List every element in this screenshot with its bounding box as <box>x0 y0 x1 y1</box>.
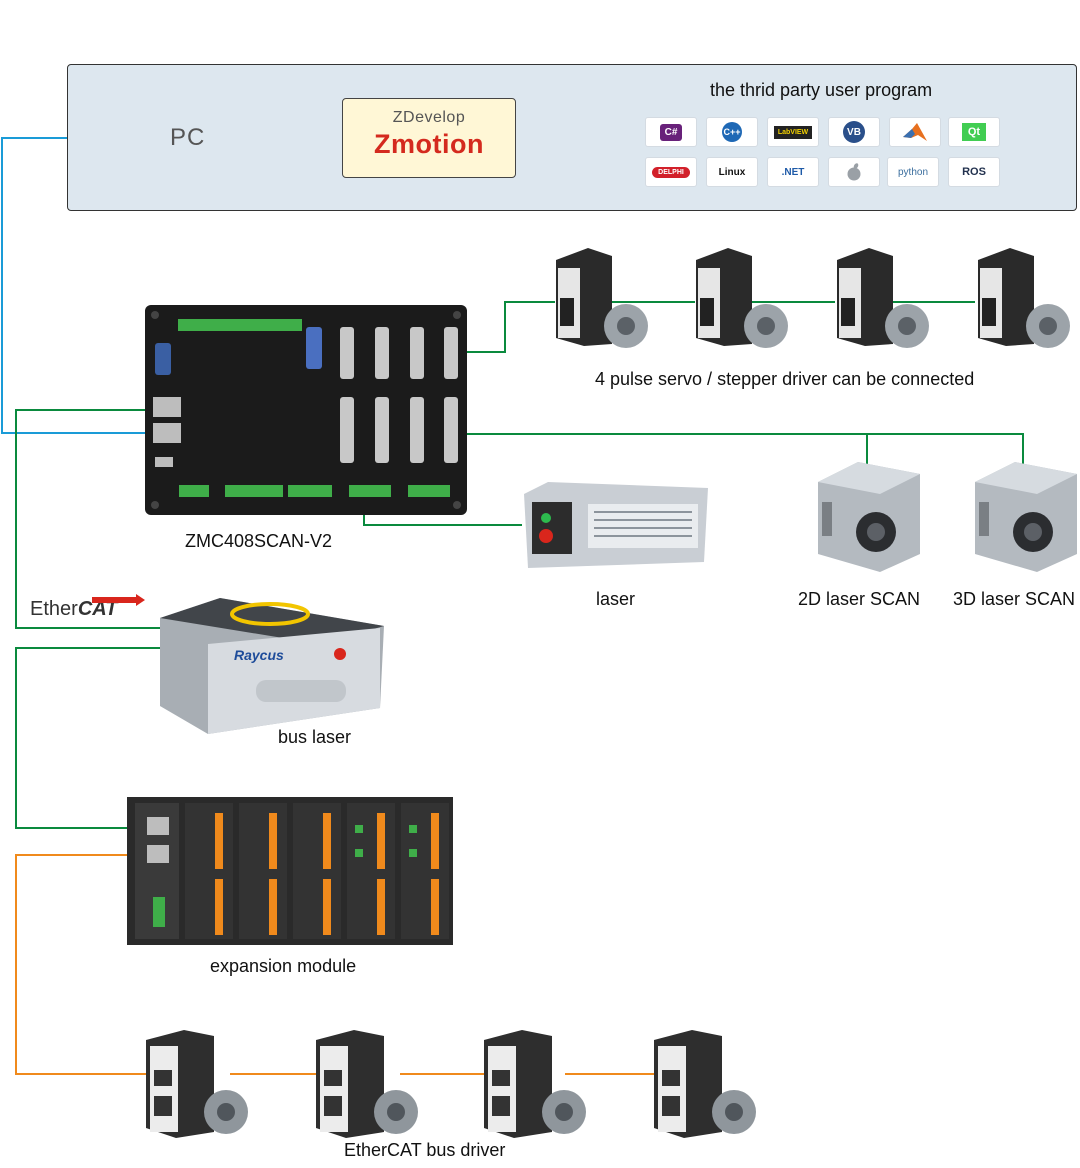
bus-driver-3 <box>478 1030 590 1143</box>
scan-cable <box>450 433 1024 470</box>
delphi-icon: DELPHI <box>645 157 697 187</box>
labview-icon: LabVIEW <box>767 117 819 147</box>
scan-2d-device <box>818 462 922 579</box>
csharp-icon: C# <box>645 117 697 147</box>
ethercat-cable-expansion <box>15 647 162 829</box>
expansion-caption: expansion module <box>210 956 357 976</box>
ros-icon: ROS <box>948 157 1000 187</box>
bus-driver-caption: EtherCAT bus driver <box>344 1140 506 1160</box>
ethercat-cable-drivers <box>15 854 155 1075</box>
expansion-module-device <box>127 797 453 950</box>
pulse-driver-2 <box>688 248 792 357</box>
zdevelop-card: ZDevelop Zmotion <box>342 98 516 178</box>
scan-3d-caption: 3D laser SCAN <box>953 589 1076 609</box>
dotnet-icon: .NET <box>767 157 819 187</box>
bus-driver-1 <box>140 1030 252 1143</box>
laser-caption: laser <box>596 589 636 609</box>
controller-device <box>145 305 467 520</box>
ethercat-logo-bold: CAT <box>77 598 118 620</box>
apple-icon <box>828 157 880 187</box>
laser-device <box>518 482 710 573</box>
pulse-driver-4 <box>970 248 1074 357</box>
vb-icon: VB <box>828 117 880 147</box>
linux-icon: Linux <box>706 157 758 187</box>
zdevelop-label: ZDevelop <box>392 109 466 126</box>
matlab-icon <box>889 117 941 147</box>
bus-driver-2 <box>310 1030 422 1143</box>
ethercat-logo-light: Ether <box>30 598 78 620</box>
third-party-title: the thrid party user program <box>710 80 933 100</box>
scan-2d-caption: 2D laser SCAN <box>798 589 921 609</box>
pulse-driver-3 <box>829 248 933 357</box>
pulse-driver-1 <box>548 248 652 357</box>
scan-3d-device <box>975 462 1079 579</box>
ethernet-cable <box>1 137 155 434</box>
bus-laser-caption: bus laser <box>278 727 352 747</box>
ethercat-logo: EtherCAT <box>30 598 117 621</box>
python-icon: python <box>887 157 939 187</box>
bus-laser-device: Raycus <box>160 598 386 741</box>
controller-caption: ZMC408SCAN-V2 <box>185 531 333 551</box>
zmotion-logo: Zmotion <box>374 129 484 159</box>
raycus-logo: Raycus <box>234 647 284 663</box>
pulse-drivers-caption: 4 pulse servo / stepper driver can be co… <box>595 369 975 389</box>
bus-driver-4 <box>648 1030 760 1143</box>
ethercat-cable-controller <box>15 409 162 629</box>
qt-icon: Qt <box>948 117 1000 147</box>
pc-label: PC <box>170 124 206 151</box>
cplusplus-icon: C++ <box>706 117 758 147</box>
